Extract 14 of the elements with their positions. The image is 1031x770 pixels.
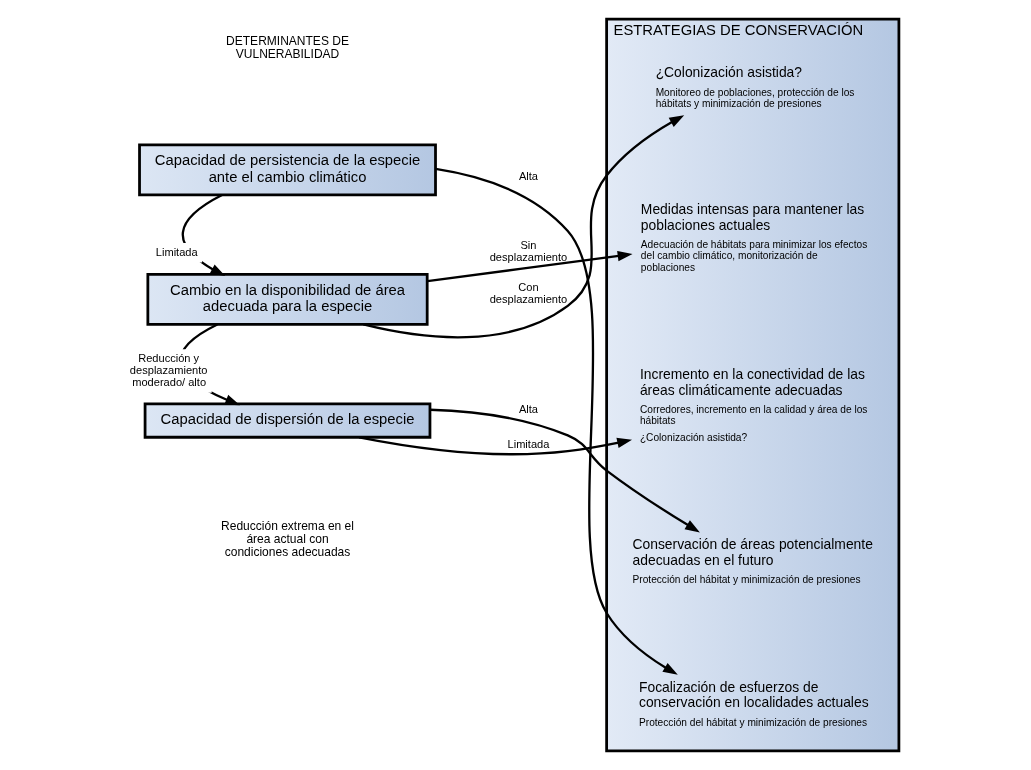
- label: Reducción extrema en el área actual con condiciones adecuadas: [220, 519, 354, 560]
- edge-label: Alta: [518, 169, 538, 182]
- node-text: Incremento en la conectividad de las áreas climáticamente adecuadas Corredores, incremento en la calidad y área de los hábitats ¿Colonización asistida?: [639, 365, 867, 443]
- edge-label: Reducción y desplazamiento moderado/ alto: [129, 352, 207, 389]
- edge-label: Con desplazamiento: [489, 280, 567, 305]
- edge-label: Limitada: [155, 246, 198, 259]
- node-text: ¿Colonización asistida? Monitoreo de poblaciones, protección de los hábitats y minimización de presiones: [655, 64, 854, 109]
- node-text: Focalización de esfuerzos de conservación en localidades actuales Protección del hábitat y minimización de presiones: [638, 678, 869, 728]
- edge-label: Sin desplazamiento: [489, 239, 567, 264]
- edge-label: Alta: [518, 402, 538, 415]
- node-text: Conservación de áreas potencialmente adecuadas en el futuro Protección del hábitat y minimización de presiones: [632, 536, 873, 586]
- label: DETERMINANTES DE VULNERABILIDAD: [225, 34, 349, 62]
- edge-label: Limitada: [507, 437, 549, 450]
- node-text: Medidas intensas para mantener las poblaciones actuales Adecuación de hábitats para minimizar los efectos del cambio climático, monitorización de poblaciones: [640, 201, 867, 273]
